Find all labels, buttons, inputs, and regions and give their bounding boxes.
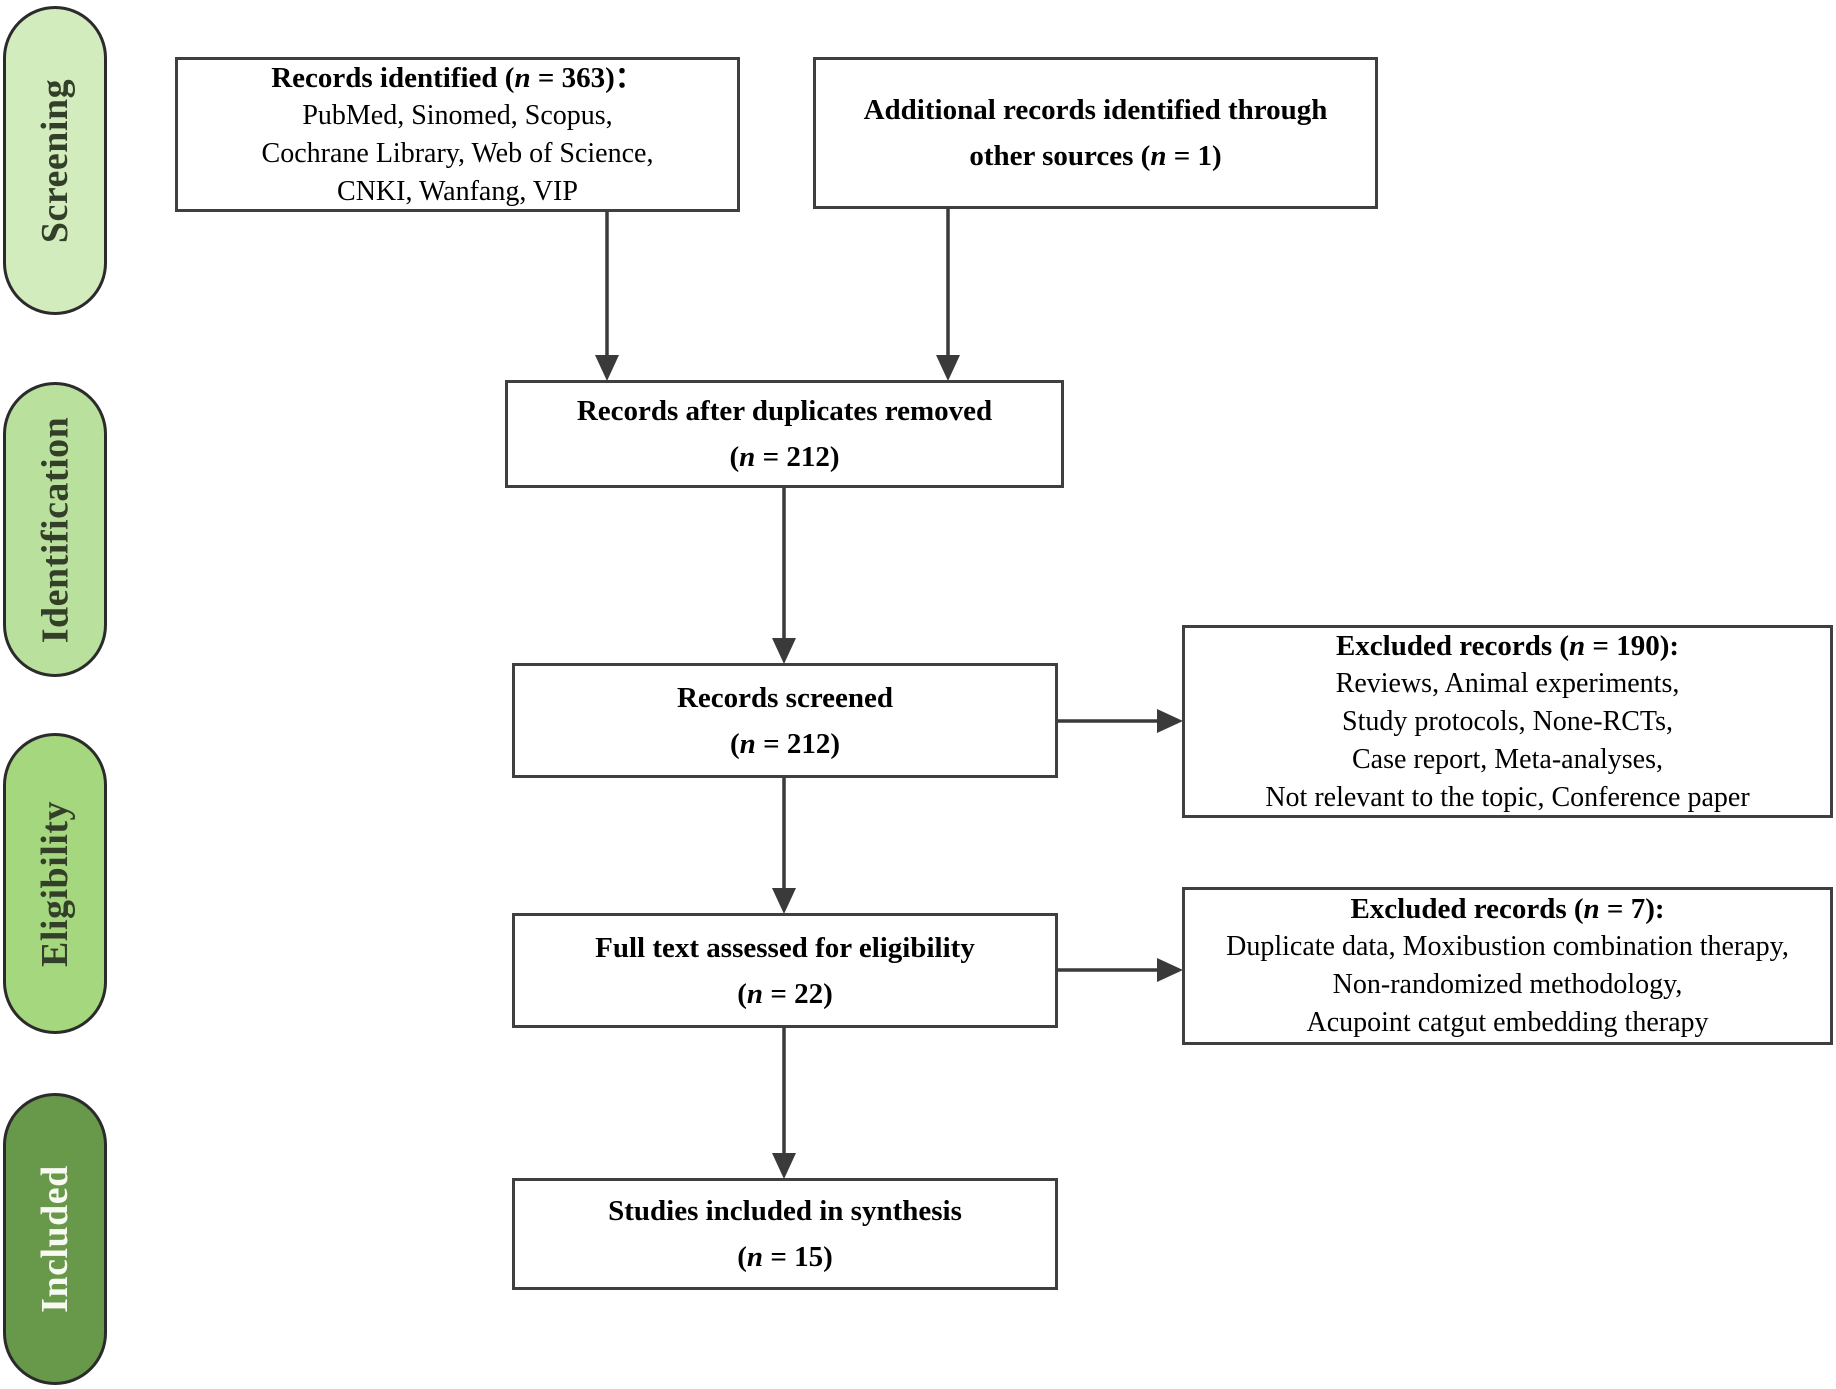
arrow-screened-to-fulltext (772, 778, 796, 914)
stage-pill-screening: Screening (3, 6, 107, 315)
box-body-line: Duplicate data, Moxibustion combination … (1226, 931, 1789, 962)
stage-pill-identification: Identification (3, 382, 107, 677)
box-records-screened: Records screened (n = 212) (512, 663, 1058, 778)
box-title-line: Additional records identified through (863, 94, 1328, 126)
arrow-screened-to-excluded (1057, 709, 1183, 733)
box-body-line: PubMed, Sinomed, Scopus, (302, 99, 613, 131)
box-title-line: (n = 22) (737, 977, 833, 1010)
box-body-line: Acupoint catgut embedding therapy (1306, 1007, 1709, 1038)
stage-pill-included: Included (3, 1093, 107, 1385)
arrow-additional-to-duplicates (936, 208, 960, 381)
box-title-line: (n = 212) (729, 441, 840, 473)
arrow-identified-to-duplicates (595, 212, 619, 381)
arrow-fulltext-to-excluded (1057, 958, 1183, 982)
box-body-line: CNKI, Wanfang, VIP (337, 175, 578, 207)
stage-label-screening: Screening (34, 78, 76, 243)
arrow-fulltext-to-included (772, 1028, 796, 1179)
box-body-line: Not relevant to the topic, Conference pa… (1265, 781, 1750, 813)
box-title-line: Full text assessed for eligibility (595, 931, 975, 964)
box-title-line: Records after duplicates removed (576, 395, 993, 427)
arrow-duplicates-to-screened (772, 488, 796, 664)
box-title-line: (n = 15) (737, 1241, 833, 1273)
box-body-line: Study protocols, None-RCTs, (1342, 705, 1673, 737)
box-body-line: Non-randomized methodology, (1332, 969, 1683, 1000)
stage-label-identification: Identification (34, 416, 76, 643)
box-title-line: Records identified (n = 363)： (271, 61, 644, 94)
stage-pill-eligibility: Eligibility (3, 733, 107, 1034)
box-body-line: Case report, Meta-analyses, (1352, 743, 1663, 775)
box-title-line: Excluded records (n = 7): (1350, 893, 1665, 925)
box-title-line: Excluded records (n = 190): (1335, 629, 1680, 662)
box-title-line: Records screened (676, 681, 894, 714)
stage-label-eligibility: Eligibility (34, 800, 77, 967)
box-records-identified: Records identified (n = 363)： PubMed, Sin… (175, 57, 740, 212)
box-full-text-assessed: Full text assessed for eligibility (n = 2… (512, 913, 1058, 1028)
box-excluded-records-7: Excluded records (n = 7): Duplicate data,… (1182, 887, 1833, 1045)
box-title-line: other sources (n = 1) (969, 140, 1222, 172)
stage-label-included: Included (34, 1165, 76, 1313)
box-additional-records: Additional records identified through oth… (813, 57, 1378, 209)
box-body-line: Cochrane Library, Web of Science, (261, 137, 654, 169)
box-studies-included: Studies included in synthesis (n = 15) (512, 1178, 1058, 1290)
box-title-line: Studies included in synthesis (608, 1195, 962, 1227)
box-title-line: (n = 212) (730, 727, 840, 760)
box-excluded-records-190: Excluded records (n = 190): Reviews, Anim… (1182, 625, 1833, 818)
box-body-line: Reviews, Animal experiments, (1335, 667, 1680, 699)
box-duplicates-removed: Records after duplicates removed (n = 212… (505, 380, 1064, 488)
